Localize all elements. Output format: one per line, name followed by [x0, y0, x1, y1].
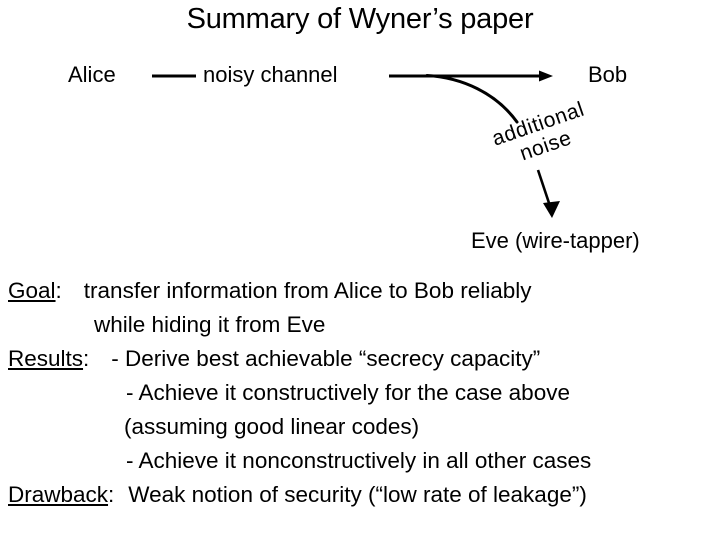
goal-label: Goal — [8, 278, 56, 303]
diagram-label-noisy-channel: noisy channel — [203, 62, 338, 87]
results-text-line-4: - Achieve it nonconstructively in all ot… — [126, 448, 592, 473]
goal-line: Goal: transfer information from Alice to … — [8, 274, 720, 308]
page-title: Summary of Wyner’s paper — [186, 3, 534, 35]
goal-text-line-1: transfer information from Alice to Bob r… — [83, 278, 532, 303]
drawback-text: Weak notion of security (“low rate of le… — [128, 482, 587, 507]
diagram-annotation-additional-noise: additional noise — [473, 92, 611, 178]
results-line-2: - Achieve it constructively for the case… — [8, 376, 720, 410]
alice-to-bob-arrowhead — [539, 70, 553, 82]
results-text-line-2: - Achieve it constructively for the case… — [126, 380, 570, 405]
results-colon: : — [83, 346, 90, 371]
tap-curve-path — [425, 74, 519, 124]
results-line-3: (assuming good linear codes) — [8, 410, 720, 444]
drawback-line: Drawback: Weak notion of security (“low r… — [8, 478, 720, 512]
content-block: Goal: transfer information from Alice to … — [8, 274, 720, 512]
results-line-4: - Achieve it nonconstructively in all ot… — [8, 444, 720, 478]
drawback-colon: : — [108, 482, 115, 507]
diagram-label-eve: Eve (wire-tapper) — [471, 228, 640, 253]
drawback-label: Drawback — [8, 482, 109, 507]
diagram-label-alice: Alice — [68, 62, 116, 87]
goal-text-line-2: while hiding it from Eve — [94, 312, 326, 337]
goal-colon: : — [55, 278, 62, 303]
diagram-label-bob: Bob — [588, 62, 628, 87]
results-line: Results: - Derive best achievable “secrec… — [8, 342, 720, 376]
noise-to-eve-line — [536, 169, 552, 207]
noise-to-eve-arrowhead — [543, 201, 560, 218]
results-label: Results — [8, 346, 84, 371]
results-text-line-1: - Derive best achievable “secrecy capaci… — [111, 346, 541, 371]
goal-line-2: while hiding it from Eve — [8, 308, 720, 342]
results-text-line-3: (assuming good linear codes) — [124, 414, 420, 439]
